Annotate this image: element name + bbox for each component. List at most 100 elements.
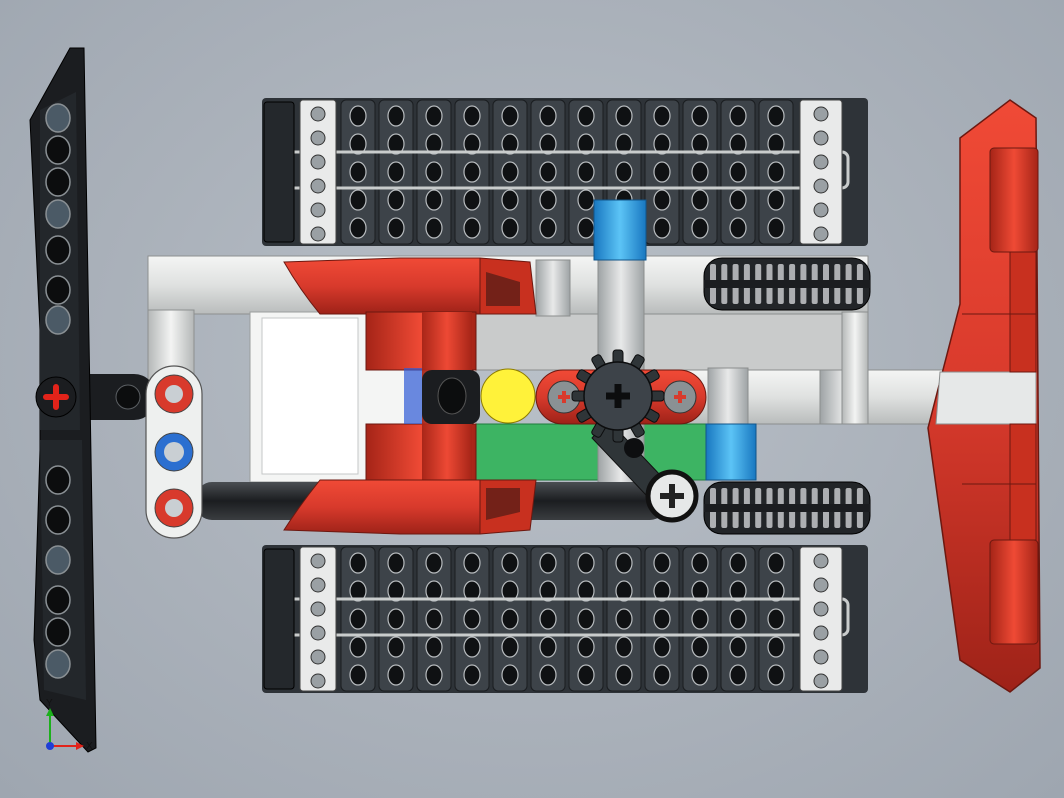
track-bottom[interactable] bbox=[262, 545, 868, 693]
track-link-hole bbox=[653, 580, 671, 602]
track-link-hole bbox=[501, 133, 519, 155]
track-link-hole bbox=[691, 580, 709, 602]
track-link-hole bbox=[653, 217, 671, 239]
plate-hole bbox=[310, 625, 326, 641]
track-link-hole bbox=[539, 580, 557, 602]
track-link-hole bbox=[729, 636, 747, 658]
plate-hole bbox=[813, 154, 829, 170]
track-link-hole bbox=[691, 105, 709, 127]
track-link-hole bbox=[691, 608, 709, 630]
track-link-hole bbox=[387, 636, 405, 658]
track-link-hole bbox=[729, 217, 747, 239]
gear-icon[interactable] bbox=[571, 349, 665, 443]
track-link-hole bbox=[501, 217, 519, 239]
track-top[interactable] bbox=[262, 98, 868, 246]
plow-bottom-block bbox=[989, 539, 1039, 645]
track-link-hole bbox=[501, 189, 519, 211]
tire-top[interactable] bbox=[703, 257, 871, 311]
track-link-hole bbox=[767, 133, 785, 155]
track-link-hole bbox=[653, 133, 671, 155]
red-motor-assembly[interactable] bbox=[283, 257, 537, 535]
track-top-end-plate-left bbox=[299, 99, 337, 245]
white-link-hole-red-1-core bbox=[165, 385, 183, 403]
track-link-hole bbox=[425, 189, 443, 211]
left-black-blade[interactable] bbox=[29, 47, 97, 753]
track-link-hole bbox=[577, 636, 595, 658]
track-link-hole bbox=[615, 552, 633, 574]
track-link-hole bbox=[501, 636, 519, 658]
plate-hole bbox=[813, 625, 829, 641]
track-bottom-end-plate-right bbox=[799, 546, 843, 692]
track-link-hole bbox=[691, 664, 709, 686]
track-link-hole bbox=[387, 664, 405, 686]
plate-hole bbox=[813, 178, 829, 194]
plow-edge-lines bbox=[962, 313, 1036, 485]
x-axis-label: X bbox=[86, 741, 93, 752]
track-link-hole bbox=[577, 608, 595, 630]
track-link-hole bbox=[577, 105, 595, 127]
track-link-hole bbox=[729, 552, 747, 574]
white-link-hole-red-2-core bbox=[165, 499, 183, 517]
blade-hole bbox=[45, 135, 71, 165]
plate-hole bbox=[310, 601, 326, 617]
track-link-hole bbox=[615, 608, 633, 630]
blade-hole bbox=[45, 617, 71, 647]
blade-hole bbox=[45, 585, 71, 615]
x-axis-arrowhead bbox=[76, 742, 84, 750]
track-link-hole bbox=[653, 161, 671, 183]
tire-groove bbox=[704, 280, 870, 288]
plate-hole bbox=[813, 601, 829, 617]
y-axis-label: Y bbox=[46, 698, 53, 709]
right-end-beam bbox=[841, 311, 869, 425]
track-link-hole bbox=[349, 608, 367, 630]
plow-top-block bbox=[989, 147, 1039, 253]
red-wedge-lower-shadow bbox=[486, 488, 520, 520]
plow-bottom-rib bbox=[1009, 423, 1037, 541]
track-link-hole bbox=[767, 580, 785, 602]
track-link-hole bbox=[349, 105, 367, 127]
blade-hole bbox=[45, 545, 71, 575]
track-link-hole bbox=[349, 189, 367, 211]
track-link-hole bbox=[615, 105, 633, 127]
track-link-hole bbox=[387, 580, 405, 602]
drivetrain[interactable] bbox=[480, 349, 707, 523]
track-link-hole bbox=[577, 552, 595, 574]
coordinate-triad: X Y bbox=[46, 698, 93, 752]
tire-groove bbox=[704, 504, 870, 512]
plate-hole bbox=[310, 226, 326, 242]
track-link-hole bbox=[501, 161, 519, 183]
connector-hole bbox=[437, 377, 467, 415]
track-link-hole bbox=[691, 636, 709, 658]
track-link-hole bbox=[349, 580, 367, 602]
track-link-hole bbox=[691, 552, 709, 574]
z-axis-dot bbox=[46, 742, 54, 750]
track-link-hole bbox=[577, 580, 595, 602]
plate-hole bbox=[310, 106, 326, 122]
blade-hole bbox=[45, 505, 71, 535]
y-axis-arrowhead bbox=[46, 708, 54, 716]
tire-bottom[interactable] bbox=[703, 481, 871, 535]
track-link-hole bbox=[387, 608, 405, 630]
right-red-plow[interactable] bbox=[927, 99, 1041, 693]
red-bracket-lower bbox=[283, 479, 481, 535]
track-link-hole bbox=[653, 189, 671, 211]
track-link-hole bbox=[577, 189, 595, 211]
plate-hole bbox=[813, 553, 829, 569]
plate-hole bbox=[310, 154, 326, 170]
track-link-hole bbox=[349, 552, 367, 574]
track-link-hole bbox=[425, 161, 443, 183]
plow-center-beam bbox=[935, 371, 1037, 425]
track-link-hole bbox=[539, 636, 557, 658]
plate-hole bbox=[813, 202, 829, 218]
blade-hole bbox=[45, 103, 71, 133]
track-link-hole bbox=[501, 105, 519, 127]
track-link-hole bbox=[653, 636, 671, 658]
track-link-hole bbox=[463, 189, 481, 211]
link-arm-end-cross bbox=[660, 484, 684, 508]
plate-hole bbox=[310, 202, 326, 218]
track-link-hole bbox=[387, 133, 405, 155]
track-link-hole bbox=[387, 189, 405, 211]
track-link-hole bbox=[425, 664, 443, 686]
